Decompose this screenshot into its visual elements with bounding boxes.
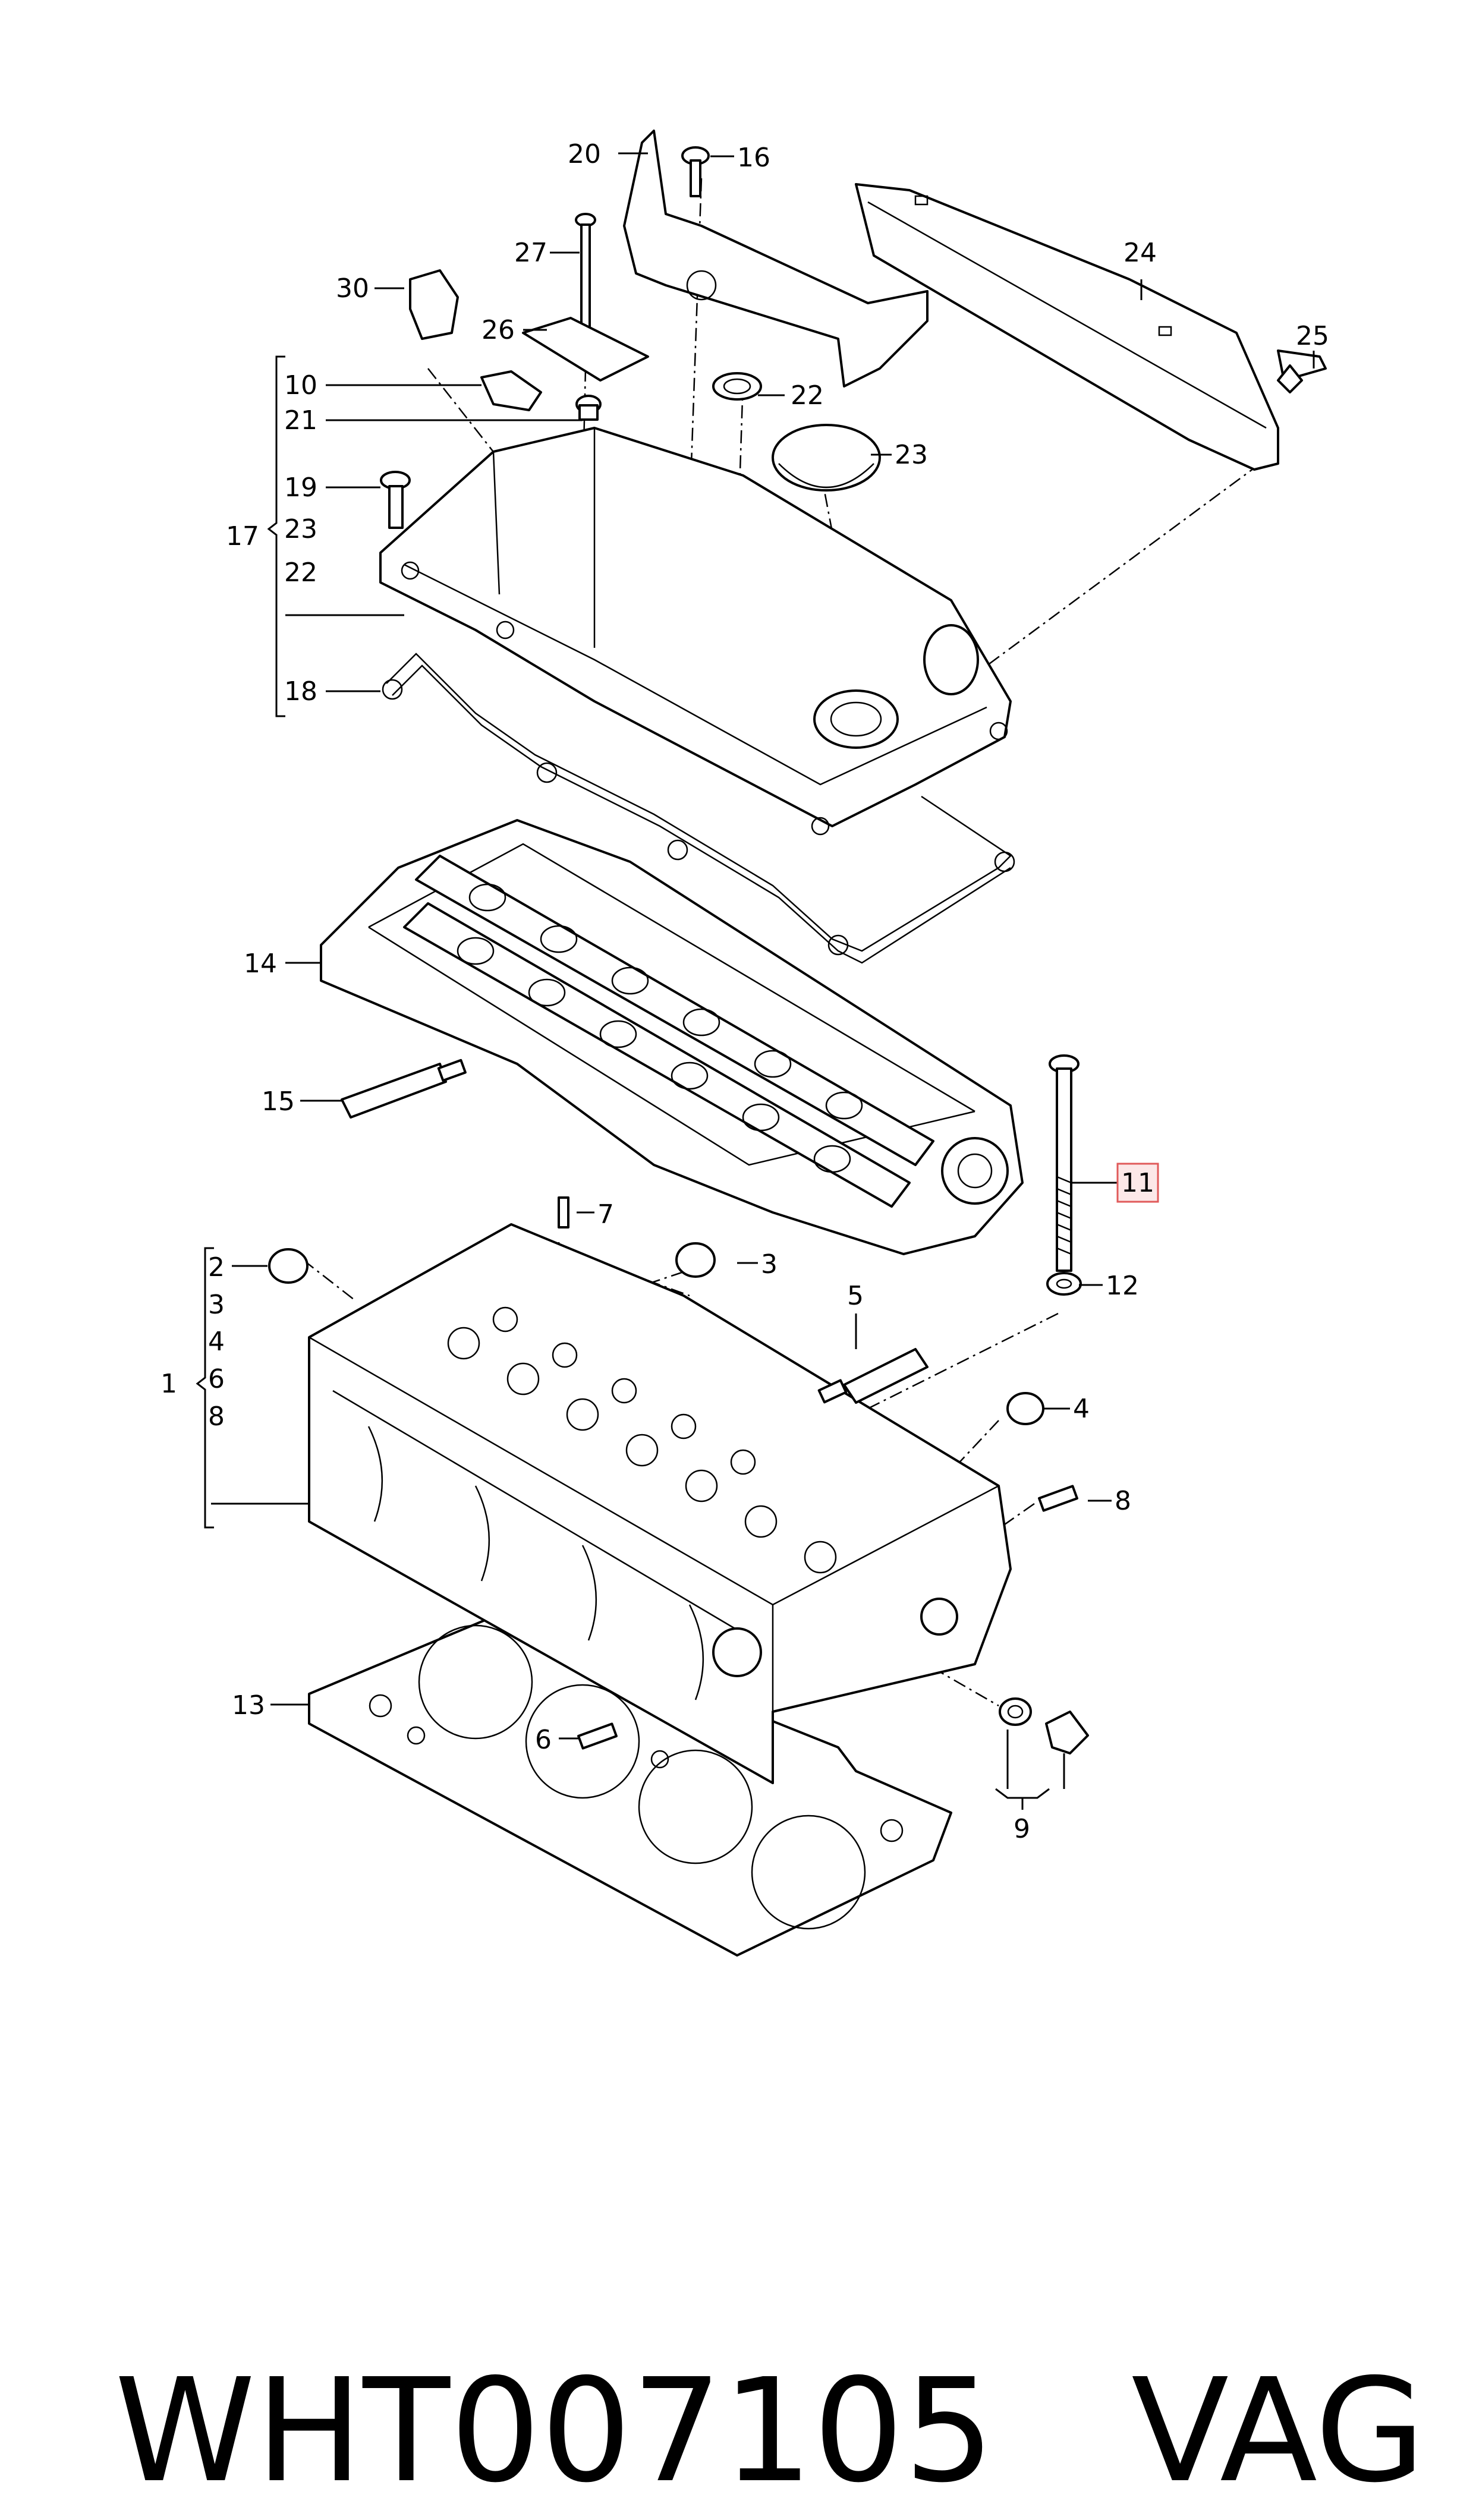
plug-3 xyxy=(675,1242,716,1278)
seal-22 xyxy=(712,372,762,401)
oil-filler-cap-23 xyxy=(772,424,881,492)
callout-14: 14 xyxy=(244,949,277,979)
callout-23-top: 23 xyxy=(895,440,928,470)
bolt-27 xyxy=(575,213,596,339)
callout-8-side: 8 xyxy=(1115,1486,1131,1516)
stud-8 xyxy=(1038,1485,1078,1512)
washer-12 xyxy=(1046,1272,1082,1296)
head-valve-bores xyxy=(447,1306,837,1574)
cover-gasket xyxy=(382,653,1015,964)
callout-11-highlight: 11 xyxy=(1116,1163,1159,1203)
callout-3-top: 3 xyxy=(761,1249,778,1280)
camshafts xyxy=(403,855,934,1208)
callout-4-side: 4 xyxy=(1073,1394,1090,1424)
plug-4 xyxy=(1006,1392,1044,1425)
callout-6-group: 6 xyxy=(208,1364,225,1394)
plug-2 xyxy=(268,1248,309,1284)
pin-7 xyxy=(558,1196,569,1228)
callout-2: 2 xyxy=(208,1252,225,1283)
callout-5: 5 xyxy=(847,1281,864,1311)
callout-25: 25 xyxy=(1296,321,1329,351)
callout-8-group: 8 xyxy=(208,1401,225,1432)
callout-12: 12 xyxy=(1106,1271,1139,1301)
callout-10: 10 xyxy=(284,370,317,401)
callout-6-pin: 6 xyxy=(535,1725,552,1755)
callout-17: 17 xyxy=(226,521,259,552)
bolt-19 xyxy=(380,471,411,529)
callout-1: 1 xyxy=(160,1369,177,1399)
sealant-tube-15 xyxy=(341,1059,467,1119)
cylinder-head xyxy=(308,1223,1012,1784)
callout-13: 13 xyxy=(232,1690,265,1721)
callout-21: 21 xyxy=(284,405,317,436)
callout-26: 26 xyxy=(481,315,515,345)
callout-3-group: 3 xyxy=(208,1290,225,1320)
callout-24: 24 xyxy=(1123,238,1157,268)
sealant-tube-5 xyxy=(817,1348,929,1404)
bolt-16 xyxy=(681,146,710,197)
callout-23-group: 23 xyxy=(284,514,317,544)
callout-27: 27 xyxy=(514,238,547,268)
plug-and-seal-9 xyxy=(999,1697,1089,1754)
cylinder-head-cover xyxy=(379,427,1012,836)
callout-7: 7 xyxy=(597,1199,614,1230)
part-number-footer: WHT007105 VAG xyxy=(24,2163,1450,2514)
callout-19: 19 xyxy=(284,472,317,503)
brand-name: VAG xyxy=(1131,2348,1425,2514)
callout-18: 18 xyxy=(284,676,317,707)
callout-16: 16 xyxy=(737,143,770,173)
exploded-parts-diagram: 20 16 27 30 26 10 21 22 23 19 17 23 22 1… xyxy=(160,130,1329,1957)
head-bolt-11 xyxy=(1049,1054,1080,1272)
callout-11: 11 xyxy=(1121,1168,1154,1198)
screw-25 xyxy=(1277,349,1327,393)
clip-30 xyxy=(409,269,459,340)
callout-labels: 20 16 27 30 26 10 21 22 23 19 17 23 22 1… xyxy=(160,139,1329,1844)
engine-cover-shield xyxy=(855,183,1279,471)
callout-22-group: 22 xyxy=(284,557,317,588)
pin-6 xyxy=(577,1722,618,1750)
callout-20: 20 xyxy=(568,139,601,169)
bracket-20 xyxy=(623,130,929,388)
bracket-10 xyxy=(480,370,542,411)
callout-4-group: 4 xyxy=(208,1327,225,1357)
callout-9: 9 xyxy=(1014,1814,1030,1844)
callout-30: 30 xyxy=(336,273,369,304)
part-number: WHT007105 xyxy=(114,2348,995,2514)
nut-21 xyxy=(575,395,602,421)
camshaft-housing xyxy=(320,819,1024,1255)
callout-22-top: 22 xyxy=(791,380,824,411)
callout-leaders xyxy=(196,152,1315,1810)
callout-15: 15 xyxy=(262,1086,295,1117)
bracket-26 xyxy=(522,317,649,382)
